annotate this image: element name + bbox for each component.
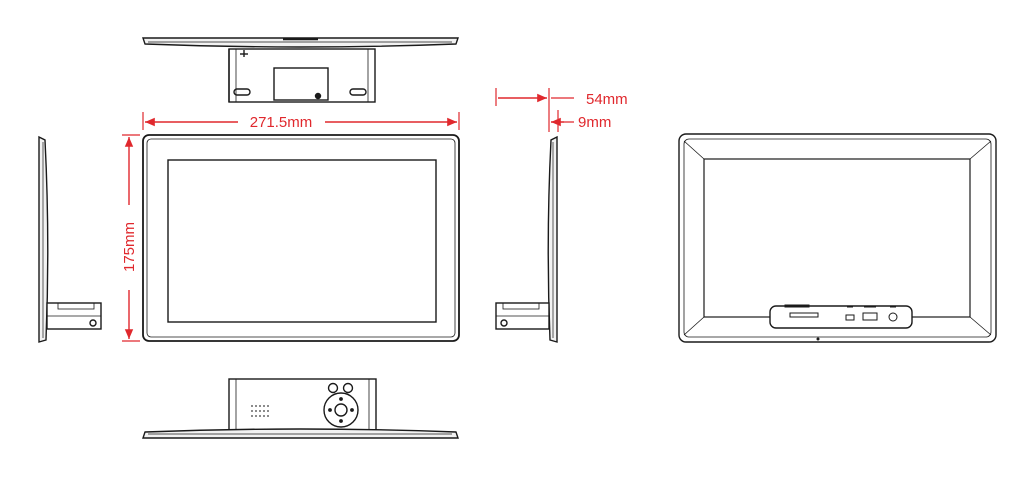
top-view-screw — [240, 50, 248, 57]
top-view — [142, 37, 459, 103]
left-side-view — [38, 135, 102, 343]
stand-depth-label: 54mm — [586, 91, 628, 108]
menu-button-icon — [342, 382, 354, 394]
frame-depth-label: 9mm — [578, 114, 611, 131]
mini-usb-port-icon — [845, 314, 855, 321]
usb-port-icon — [862, 312, 878, 321]
dc-jack-icon — [888, 312, 898, 322]
speaker-grille-icon — [251, 405, 269, 417]
right-side-view — [495, 135, 558, 343]
front-view — [142, 134, 460, 342]
back-view — [678, 133, 997, 343]
navigation-pad-icon — [323, 392, 359, 428]
port-panel — [769, 304, 913, 329]
depth-dimensions: 54mm 9mm — [495, 88, 628, 132]
height-dimension: 175mm — [121, 134, 140, 342]
height-label: 175mm — [121, 222, 138, 272]
bottom-view — [142, 378, 459, 439]
width-label: 271.5mm — [250, 114, 313, 131]
power-button-icon — [327, 382, 339, 394]
width-dimension: 271.5mm — [142, 112, 460, 131]
